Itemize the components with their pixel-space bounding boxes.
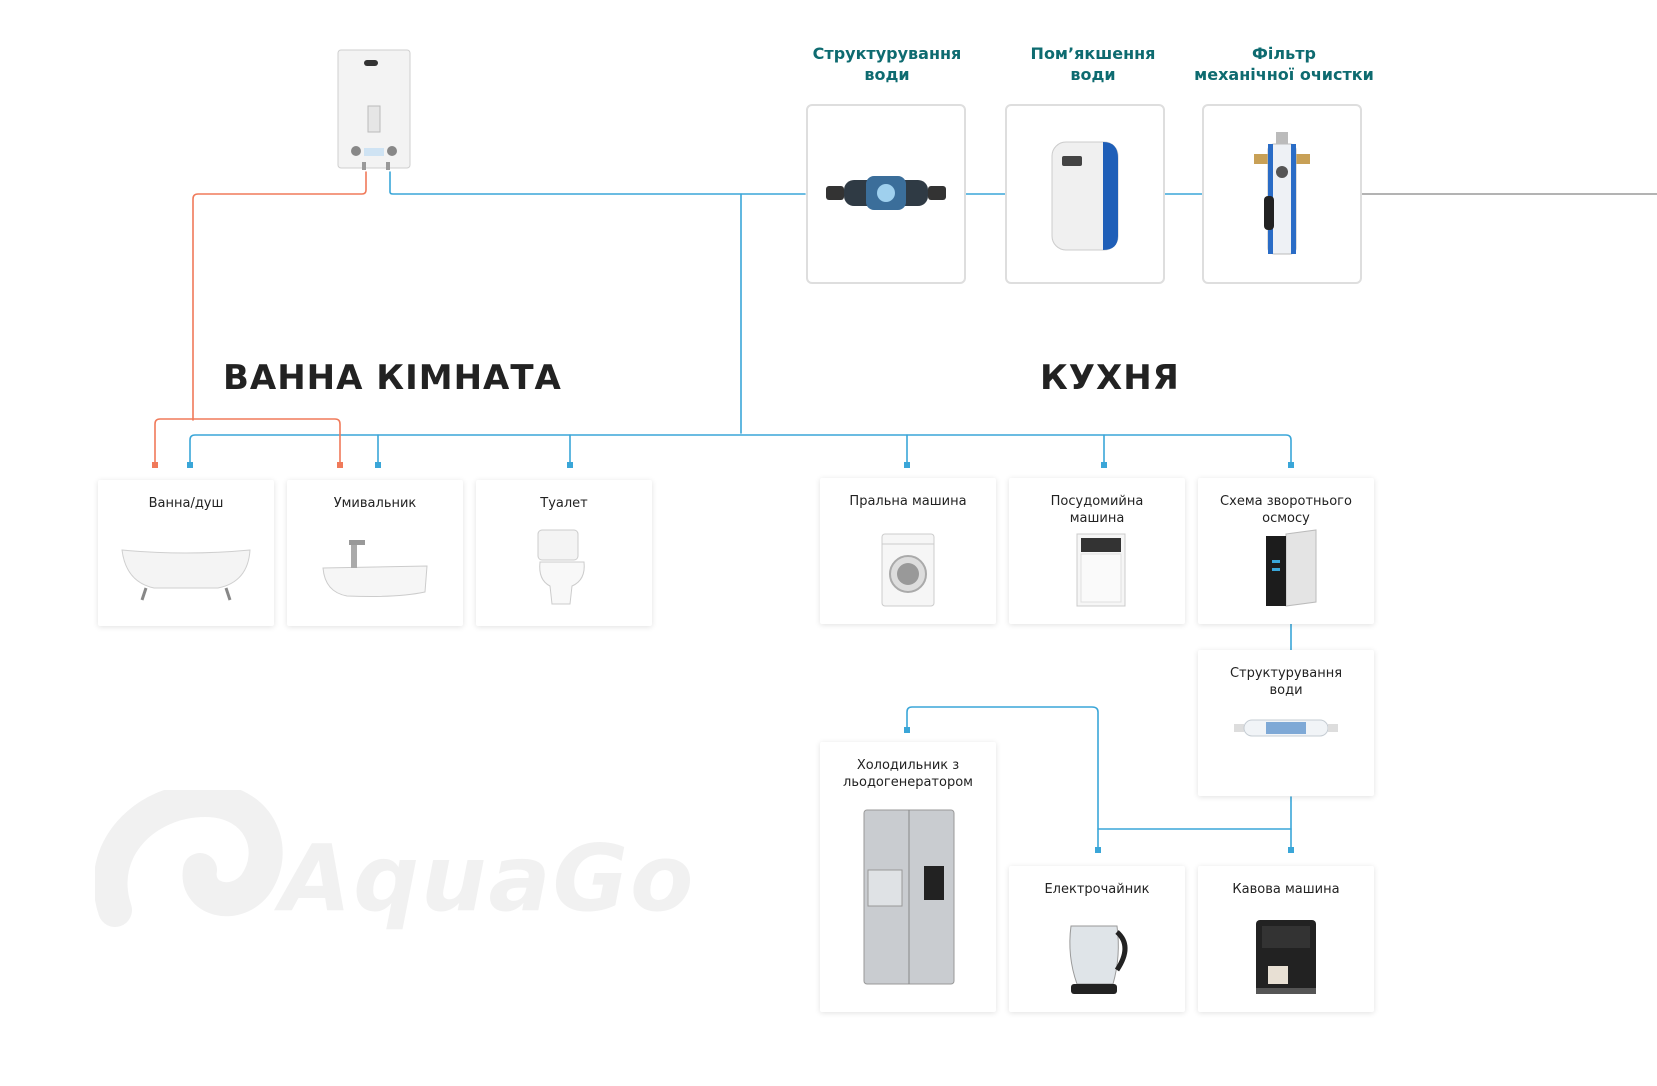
dishwasher-icon <box>1076 533 1126 607</box>
cold-main-line <box>389 171 806 195</box>
kitchen-branch-fridge <box>906 706 1099 851</box>
filter-card-structuring[interactable] <box>806 104 966 284</box>
sink-card[interactable]: Умивальник <box>287 480 463 626</box>
coffee-machine-card[interactable]: Кавова машина <box>1198 866 1374 1012</box>
cold-tap-fridge <box>904 727 910 733</box>
section-title-kitchen: КУХНЯ <box>1040 358 1180 398</box>
cold-tap-coffee <box>1288 847 1294 853</box>
structuring-kitchen-card[interactable]: Структурування води <box>1198 650 1374 796</box>
reverse-osmosis-card[interactable]: Схема зворотнього осмосу <box>1198 478 1374 624</box>
hot-tap-sink <box>337 462 343 468</box>
reverse-osmosis-icon <box>1266 529 1317 607</box>
cold-tap-dishwasher <box>1101 462 1107 468</box>
coffee-machine-icon <box>1256 920 1316 994</box>
filter-label-structuring: Структурування води <box>812 44 962 84</box>
cold-tap-kettle <box>1095 847 1101 853</box>
filter-card-mechanical[interactable] <box>1202 104 1362 284</box>
coffee-machine-label: Кавова машина <box>1232 882 1340 897</box>
kettle-label: Електрочайник <box>1044 882 1150 897</box>
structuring-cartridge-icon <box>1234 719 1338 737</box>
cold-tap-osmosis <box>1288 462 1294 468</box>
structuring-cartridge-icon <box>826 176 946 210</box>
refrigerator-icon <box>863 809 955 985</box>
sink-icon <box>322 540 428 597</box>
washing-machine-card[interactable]: Пральна машина <box>820 478 996 624</box>
watermark-text: AquaGo <box>280 825 696 932</box>
hot-tap-bath <box>152 462 158 468</box>
aquago-watermark-logo <box>95 790 283 927</box>
cold-tap-sink <box>375 462 381 468</box>
bath-card[interactable]: Ванна/душ <box>98 480 274 626</box>
sink-label: Умивальник <box>333 496 417 511</box>
toilet-card[interactable]: Туалет <box>476 480 652 626</box>
bathtub-icon <box>121 549 251 601</box>
dishwasher-card[interactable]: Посудомийна машина <box>1009 478 1185 624</box>
mechanical-filter-icon <box>1254 132 1310 255</box>
refrigerator-card[interactable]: Холодильник з льодогенератором <box>820 742 996 1012</box>
section-title-bathroom: ВАННА КІМНАТА <box>223 358 562 398</box>
filter-card-softening[interactable] <box>1005 104 1165 284</box>
toilet-label: Туалет <box>540 496 588 511</box>
reverse-osmosis-label: Схема зворотнього осмосу <box>1220 494 1352 526</box>
cold-tap-toilet <box>567 462 573 468</box>
washing-machine-icon <box>881 533 935 607</box>
bath-label: Ванна/душ <box>148 496 224 511</box>
kettle-icon <box>1069 925 1128 994</box>
cold-distribution-line <box>189 434 1292 466</box>
washing-machine-label: Пральна машина <box>849 494 967 509</box>
toilet-icon <box>537 529 585 605</box>
water-heater-icon <box>337 49 411 170</box>
structuring-kitchen-label: Структурування води <box>1229 666 1343 698</box>
hot-distribution-line <box>154 418 341 466</box>
cold-tap-washer <box>904 462 910 468</box>
dishwasher-label: Посудомийна машина <box>1050 494 1144 526</box>
filter-label-mechanical: Фільтр механічної очистки <box>1194 44 1374 84</box>
kettle-card[interactable]: Електрочайник <box>1009 866 1185 1012</box>
water-softener-icon <box>1051 141 1119 251</box>
water-heater <box>334 48 414 173</box>
refrigerator-label: Холодильник з льодогенератором <box>843 758 973 790</box>
cold-tap-bath <box>187 462 193 468</box>
hot-main-line <box>192 171 367 421</box>
filter-label-softening: Пом’якшення води <box>1030 44 1156 84</box>
